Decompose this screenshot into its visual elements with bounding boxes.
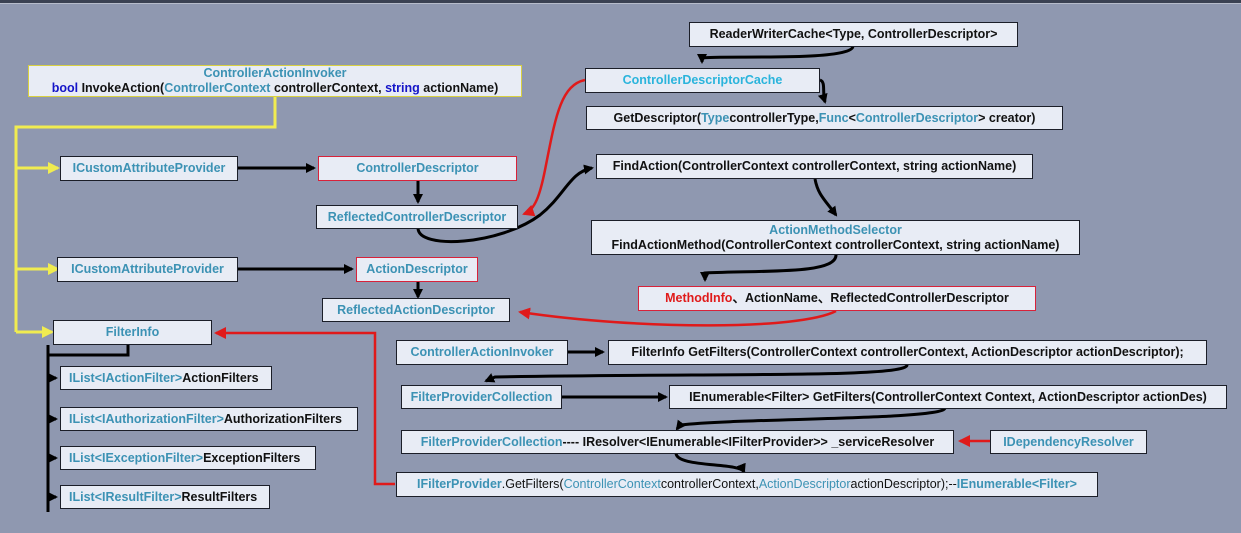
param-name: actionDescriptor);--	[850, 477, 957, 491]
method-info-box[interactable]: MethodInfo、ActionName、ReflectedControlle…	[638, 286, 1036, 311]
generic-open: <	[848, 110, 856, 125]
ifp-method: .GetFilters(	[501, 477, 564, 491]
param-name: > creator)	[978, 110, 1036, 125]
return-type: bool	[51, 81, 79, 95]
return-type: IEnumerable<Filter>	[956, 477, 1077, 491]
top-border	[0, 0, 1241, 3]
resolver-field: ---- IResolver<IEnumerable<IFilterProvid…	[562, 434, 935, 449]
reflected-action-descriptor[interactable]: ReflectedActionDescriptor	[322, 298, 510, 322]
param1-name: controllerContext,	[270, 81, 386, 95]
ifp-class: IFilterProvider	[417, 477, 502, 491]
filter-list-type: IList<IExceptionFilter>	[69, 450, 204, 465]
filter-provider-collection[interactable]: FilterProviderCollection	[401, 385, 562, 409]
filter-info[interactable]: FilterInfo	[53, 320, 212, 345]
get-descriptor[interactable]: GetDescriptor(Type controllerType, Func<…	[586, 106, 1063, 130]
controller-descriptor[interactable]: ControllerDescriptor	[318, 156, 517, 181]
action-method-selector[interactable]: ActionMethodSelector FindActionMethod(Co…	[591, 220, 1080, 255]
resolver-class: FilterProviderCollection	[420, 434, 563, 449]
filter-list-action[interactable]: IList<IActionFilter> ActionFilters	[60, 366, 272, 390]
filter-list-name: ResultFilters	[181, 489, 258, 504]
yellow-connector-tree	[14, 96, 277, 338]
top-border-highlight	[0, 3, 1241, 4]
filter-list-type: IList<IActionFilter>	[69, 370, 183, 385]
filter-list-result[interactable]: IList<IResultFilter> ResultFilters	[60, 485, 270, 509]
service-resolver[interactable]: FilterProviderCollection---- IResolver<I…	[401, 430, 954, 454]
selector-class: ActionMethodSelector	[769, 222, 902, 237]
param-type: ActionDescriptor	[758, 477, 851, 491]
red-connectors	[214, 78, 990, 486]
get-filters-signature[interactable]: FilterInfo GetFilters(ControllerContext …	[608, 340, 1207, 365]
method-name: InvokeAction(	[81, 81, 165, 95]
filter-list-name: AuthorizationFilters	[223, 411, 342, 426]
method-name: GetDescriptor(	[613, 110, 702, 125]
param2-type: string	[385, 81, 420, 95]
filter-list-name: ExceptionFilters	[203, 450, 301, 465]
ifilter-provider-get-filters[interactable]: IFilterProvider.GetFilters(ControllerCon…	[396, 472, 1098, 497]
reader-writer-cache[interactable]: ReaderWriterCache<Type, ControllerDescri…	[689, 22, 1018, 47]
method-info-rest: 、ActionName、ReflectedControllerDescripto…	[732, 291, 1009, 305]
param-name: controllerType,	[729, 110, 819, 125]
dependency-resolver[interactable]: IDependencyResolver	[990, 430, 1147, 454]
filter-list-type: IList<IResultFilter>	[69, 489, 182, 504]
reflected-controller-descriptor[interactable]: ReflectedControllerDescriptor	[316, 205, 518, 229]
filter-list-type: IList<IAuthorizationFilter>	[69, 411, 224, 426]
invoke-action-signature: bool InvokeAction(ControllerContext cont…	[52, 81, 499, 96]
param-type: ControllerContext	[563, 477, 661, 491]
param-type: Type	[701, 110, 730, 125]
filter-list-exception[interactable]: IList<IExceptionFilter> ExceptionFilters	[60, 446, 316, 470]
param1-type: ControllerContext	[164, 81, 271, 95]
method-info-label: MethodInfo	[665, 291, 733, 305]
invoker-box[interactable]: ControllerActionInvoker bool InvokeActio…	[28, 65, 522, 97]
enumerable-get-filters[interactable]: IEnumerable<Filter> GetFilters(Controlle…	[669, 385, 1227, 409]
controller-descriptor-cache[interactable]: ControllerDescriptorCache	[585, 68, 820, 93]
filter-list-name: ActionFilters	[182, 370, 259, 385]
black-connectors	[46, 45, 947, 512]
custom-attribute-provider-1[interactable]: ICustomAttributeProvider	[60, 156, 238, 181]
custom-attribute-provider-2[interactable]: ICustomAttributeProvider	[57, 257, 238, 282]
find-action-method: FindActionMethod(ControllerContext contr…	[611, 237, 1060, 252]
param2-name: actionName)	[419, 81, 499, 95]
controller-action-invoker[interactable]: ControllerActionInvoker	[396, 340, 568, 365]
param-type: ControllerDescriptor	[855, 110, 979, 125]
find-action[interactable]: FindAction(ControllerContext controllerC…	[596, 154, 1033, 179]
param-type: Func	[818, 110, 849, 125]
action-descriptor[interactable]: ActionDescriptor	[356, 257, 478, 282]
param-name: controllerContext,	[660, 477, 759, 491]
invoker-class-name: ControllerActionInvoker	[203, 66, 347, 80]
filter-list-authorization[interactable]: IList<IAuthorizationFilter> Authorizatio…	[60, 407, 358, 431]
